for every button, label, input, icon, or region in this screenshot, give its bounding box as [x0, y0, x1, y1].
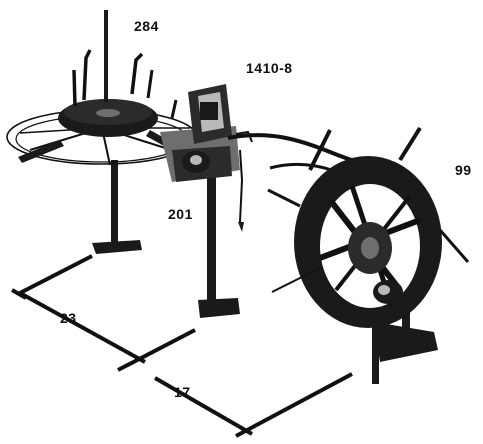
hose-reel	[267, 126, 470, 384]
label-control-unit: 1410-8	[246, 60, 293, 76]
label-width-dimension: 23	[60, 310, 77, 326]
dimension-lines	[11, 254, 353, 438]
label-depth-dimension: 17	[174, 384, 191, 400]
label-stand: 201	[168, 206, 193, 222]
label-spider-reel: 284	[134, 18, 159, 34]
control-unit	[160, 84, 253, 318]
label-hose-reel: 99	[455, 162, 472, 178]
